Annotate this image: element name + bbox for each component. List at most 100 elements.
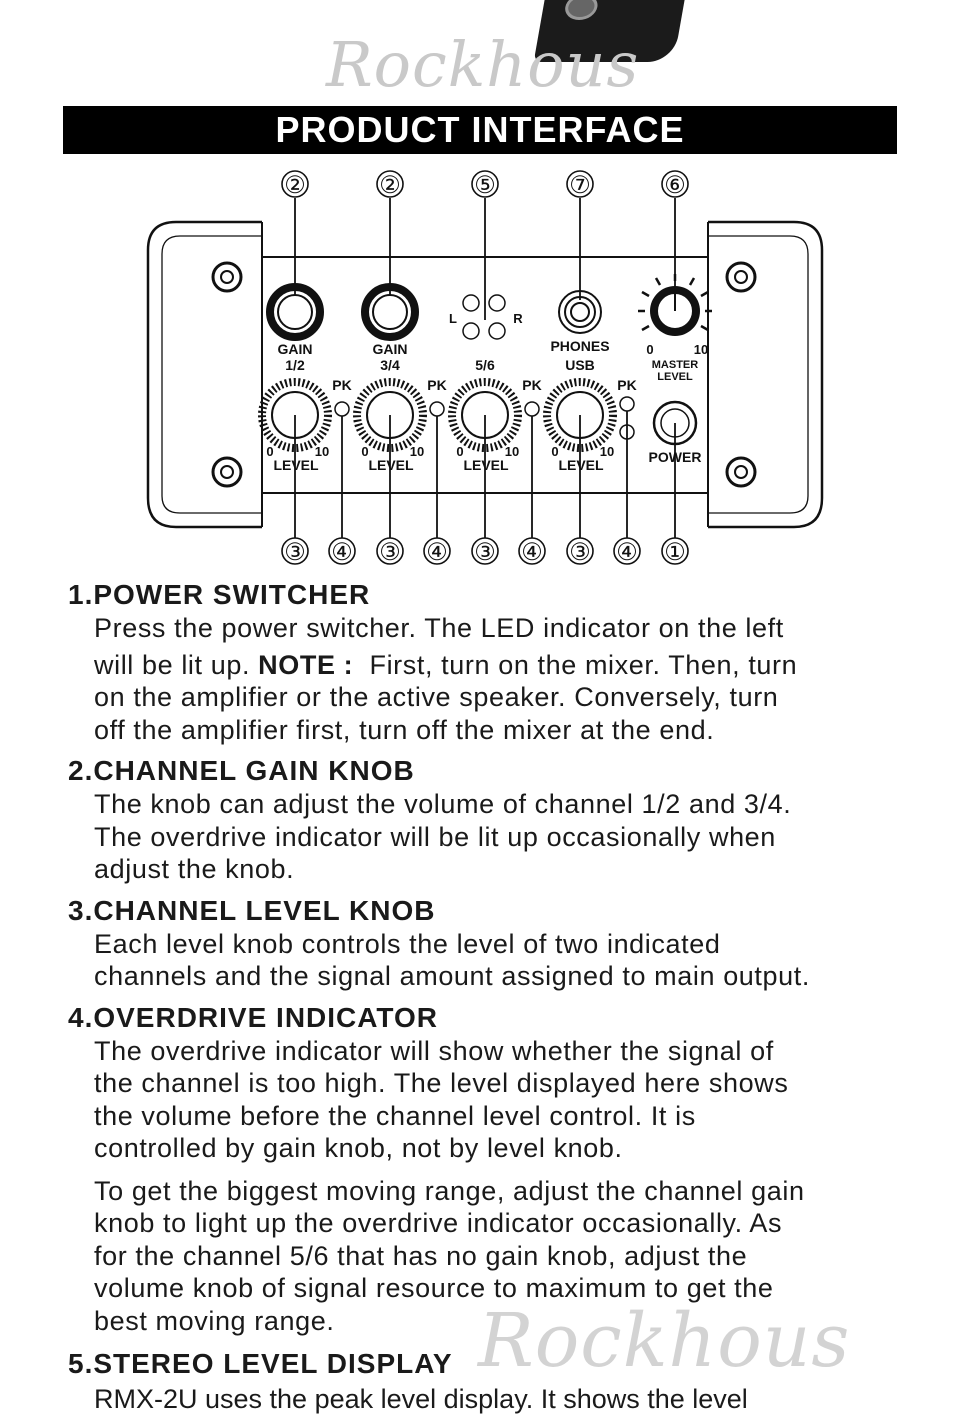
callout-pk-1: ④ bbox=[328, 537, 356, 566]
svg-text:①: ① bbox=[664, 539, 686, 566]
section-title: 2.CHANNEL GAIN KNOB bbox=[68, 755, 415, 786]
level-knobs: 0 10 LEVEL 0 10 LEVEL 0 10 LEVEL bbox=[258, 378, 617, 473]
body-line: best moving range. bbox=[94, 1305, 335, 1336]
master-level-knob bbox=[638, 274, 712, 336]
callout-pk-2: ④ bbox=[423, 537, 451, 566]
body-line: The knob can adjust the volume of channe… bbox=[94, 789, 792, 819]
section-body: Press the power switcher. The LED indica… bbox=[94, 612, 908, 746]
svg-text:10: 10 bbox=[315, 444, 329, 459]
callout-pk-4: ④ bbox=[613, 537, 641, 566]
svg-text:②: ② bbox=[284, 172, 306, 199]
watermark-top: Rockhous bbox=[326, 28, 640, 101]
section-body: Each level knob controls the level of tw… bbox=[94, 928, 908, 993]
svg-text:L: L bbox=[449, 311, 457, 326]
pk-led-2: PK bbox=[427, 377, 447, 417]
section-title: 4.OVERDRIVE INDICATOR bbox=[68, 1001, 439, 1033]
section-title: 5.STEREO LEVEL DISPLAY bbox=[68, 1348, 453, 1379]
callout-level-1: ③ bbox=[281, 537, 309, 566]
callout-level-4: ③ bbox=[566, 537, 594, 566]
svg-text:PK: PK bbox=[427, 377, 446, 393]
phones-jack bbox=[558, 290, 602, 334]
pk-led-3: PK bbox=[522, 377, 542, 417]
body-line: knob to light up the overdrive indicator… bbox=[94, 1208, 783, 1238]
cut-off-line: RMX-2U uses the peak level display. It s… bbox=[94, 1384, 748, 1414]
svg-text:LEVEL: LEVEL bbox=[273, 457, 319, 473]
watermark-bottom: Rockhous bbox=[478, 1298, 851, 1384]
body-line: controlled by gain knob, not by level kn… bbox=[94, 1133, 623, 1163]
section-power-switcher: 1.POWER SWITCHER Press the power switche… bbox=[68, 578, 908, 746]
svg-text:④: ④ bbox=[521, 539, 543, 566]
level-knob-4: 0 10 LEVEL bbox=[543, 378, 617, 473]
svg-text:USB: USB bbox=[565, 357, 595, 373]
svg-text:GAIN: GAIN bbox=[373, 341, 408, 357]
svg-text:LEVEL: LEVEL bbox=[657, 371, 693, 383]
mixer-diagram: ② ② ⑤ ⑦ ⑥ bbox=[146, 170, 824, 566]
svg-text:GAIN: GAIN bbox=[278, 341, 313, 357]
svg-text:③: ③ bbox=[284, 539, 306, 566]
section-channel-level-knob: 3.CHANNEL LEVEL KNOB Each level knob con… bbox=[68, 894, 908, 993]
svg-text:PHONES: PHONES bbox=[550, 338, 609, 354]
svg-text:③: ③ bbox=[379, 539, 401, 566]
svg-text:④: ④ bbox=[331, 539, 353, 566]
svg-text:0: 0 bbox=[551, 444, 558, 459]
svg-text:LEVEL: LEVEL bbox=[368, 457, 414, 473]
svg-text:⑦: ⑦ bbox=[569, 172, 591, 199]
svg-text:③: ③ bbox=[569, 539, 591, 566]
callout-level-2: ③ bbox=[376, 537, 404, 566]
pk-led-1: PK bbox=[332, 377, 352, 417]
svg-text:1/2: 1/2 bbox=[285, 357, 305, 373]
svg-text:0: 0 bbox=[266, 444, 273, 459]
body-line: the volume before the channel level cont… bbox=[94, 1100, 696, 1131]
svg-text:0: 0 bbox=[646, 342, 653, 357]
body-line: volume knob of signal resource to maximu… bbox=[94, 1273, 774, 1303]
svg-text:PK: PK bbox=[522, 377, 541, 393]
body-line: To get the biggest moving range, adjust … bbox=[94, 1175, 805, 1206]
section-title: 1.POWER SWITCHER bbox=[68, 579, 371, 610]
section-body: The knob can adjust the volume of channe… bbox=[94, 788, 908, 886]
svg-text:⑤: ⑤ bbox=[474, 172, 496, 199]
section-body: The overdrive indicator will show whethe… bbox=[94, 1035, 908, 1338]
stereo-level-leds bbox=[462, 294, 506, 340]
body-line: on the amplifier or the active speaker. … bbox=[94, 682, 779, 712]
body-line: off the amplifier first, turn off the mi… bbox=[94, 714, 715, 745]
body-line: for the channel 5/6 that has no gain kno… bbox=[94, 1240, 748, 1271]
body-line: The overdrive indicator will be lit up o… bbox=[94, 821, 776, 852]
body-line: Each level knob controls the level of tw… bbox=[94, 928, 721, 959]
note-label: NOTE : bbox=[258, 649, 354, 680]
callout-phones-usb: ⑦ bbox=[566, 170, 594, 300]
svg-text:LEVEL: LEVEL bbox=[463, 457, 509, 473]
body-line: The overdrive indicator will show whethe… bbox=[94, 1035, 774, 1066]
svg-text:10: 10 bbox=[410, 444, 424, 459]
svg-text:10: 10 bbox=[505, 444, 519, 459]
svg-text:0: 0 bbox=[361, 444, 368, 459]
svg-text:⑥: ⑥ bbox=[664, 172, 686, 199]
paragraph: To get the biggest moving range, adjust … bbox=[94, 1175, 908, 1338]
jack-hole bbox=[563, 0, 600, 20]
svg-text:10: 10 bbox=[600, 444, 614, 459]
svg-text:PK: PK bbox=[332, 377, 351, 393]
callouts-top: ② ② ⑤ ⑦ ⑥ bbox=[281, 170, 689, 330]
section-channel-gain-knob: 2.CHANNEL GAIN KNOB The knob can adjust … bbox=[68, 754, 908, 886]
right-side-bracket bbox=[708, 220, 824, 529]
callout-stereo-display: ⑤ bbox=[471, 170, 499, 320]
svg-text:③: ③ bbox=[474, 539, 496, 566]
svg-text:3/4: 3/4 bbox=[380, 357, 400, 373]
svg-text:MASTER: MASTER bbox=[652, 359, 699, 371]
svg-text:5/6: 5/6 bbox=[475, 357, 495, 373]
body-line-note: will be lit up. NOTE : First, turn on th… bbox=[94, 649, 798, 680]
screw-icons bbox=[211, 261, 757, 488]
section-title: 3.CHANNEL LEVEL KNOB bbox=[68, 894, 436, 926]
svg-text:④: ④ bbox=[426, 539, 448, 566]
callout-level-3: ③ bbox=[471, 537, 499, 566]
section-stereo-level-display: 5.STEREO LEVEL DISPLAY bbox=[68, 1347, 908, 1381]
body-line: channels and the signal amount assigned … bbox=[94, 961, 810, 991]
body-line: the channel is too high. The level displ… bbox=[94, 1068, 789, 1098]
svg-text:0: 0 bbox=[456, 444, 463, 459]
body-line: adjust the knob. bbox=[94, 854, 295, 884]
svg-text:10: 10 bbox=[694, 342, 708, 357]
svg-text:PK: PK bbox=[617, 377, 636, 393]
peak-indicators: PK PK PK PK bbox=[332, 377, 637, 440]
body-line: Press the power switcher. The LED indica… bbox=[94, 613, 784, 643]
callout-pk-3: ④ bbox=[518, 537, 546, 566]
description-sections: 1.POWER SWITCHER Press the power switche… bbox=[68, 578, 908, 1385]
